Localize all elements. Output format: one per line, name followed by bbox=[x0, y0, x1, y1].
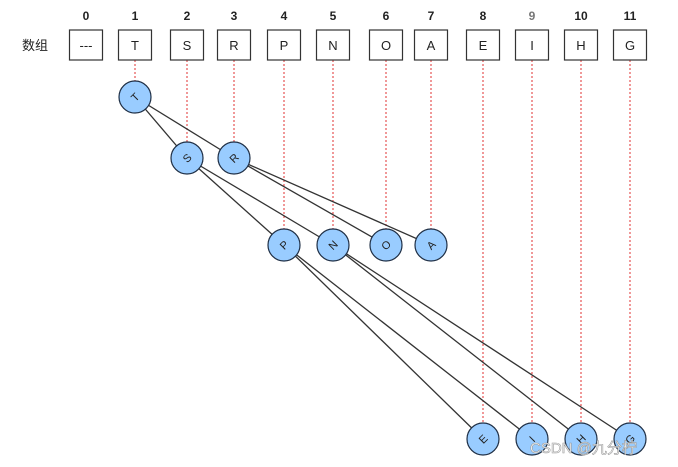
array-cell-value-10: H bbox=[576, 38, 585, 53]
edge-3-6 bbox=[233, 157, 387, 246]
array-cell-value-9: I bbox=[530, 38, 534, 53]
tree-node-8 bbox=[466, 422, 500, 456]
array-cell-value-6: O bbox=[381, 38, 391, 53]
array-index-3: 3 bbox=[231, 9, 238, 23]
tree-node-11 bbox=[613, 422, 647, 456]
tree-edges bbox=[134, 96, 631, 440]
array-cell-value-3: R bbox=[229, 38, 238, 53]
array-cell-7 bbox=[413, 29, 449, 61]
array-cell-11 bbox=[612, 29, 648, 61]
array-index-8: 8 bbox=[480, 9, 487, 23]
array-cell-6 bbox=[368, 29, 404, 61]
array-cell-5 bbox=[315, 29, 351, 61]
array-label: 数组 bbox=[22, 38, 48, 53]
array-index-7: 7 bbox=[428, 9, 435, 23]
guide-lines bbox=[134, 60, 631, 423]
array-row: 0 --- 1T 2S 3R 4P 5N 6O 7A 8E 9I 10H 11G bbox=[68, 9, 648, 61]
array-index-5: 5 bbox=[330, 9, 337, 23]
edge-3-7 bbox=[233, 157, 432, 246]
tree-node-10 bbox=[564, 422, 598, 456]
tree-node-6 bbox=[369, 228, 403, 262]
watermark-text: CSDN @九分柠 bbox=[530, 440, 637, 457]
array-cell-2 bbox=[169, 29, 205, 61]
array-cell-9 bbox=[514, 29, 550, 61]
tree-node-4 bbox=[267, 228, 301, 262]
array-index-1: 1 bbox=[132, 9, 139, 23]
edge-2-4 bbox=[186, 157, 285, 246]
array-index-4: 4 bbox=[281, 9, 288, 23]
array-cell-value-2: S bbox=[183, 38, 192, 53]
tree-node-1 bbox=[118, 80, 152, 114]
edge-4-9 bbox=[283, 244, 533, 440]
array-cell-value-0: --- bbox=[80, 38, 93, 53]
array-cell-value-11: G bbox=[625, 38, 635, 53]
edge-2-5 bbox=[186, 157, 334, 246]
array-cell-1 bbox=[117, 29, 153, 61]
array-cell-value-5: N bbox=[328, 38, 337, 53]
edge-5-11 bbox=[332, 244, 631, 440]
array-cell-value-1: T bbox=[131, 38, 139, 53]
tree-node-9 bbox=[515, 422, 549, 456]
tree-node-7 bbox=[414, 228, 448, 262]
array-index-0: 0 bbox=[83, 9, 90, 23]
array-index-6: 6 bbox=[383, 9, 390, 23]
tree-node-5 bbox=[316, 228, 350, 262]
array-cell-8 bbox=[465, 29, 501, 61]
array-cell-value-8: E bbox=[479, 38, 488, 53]
array-cell-0 bbox=[68, 29, 104, 61]
array-index-11: 11 bbox=[624, 9, 637, 23]
array-cell-3 bbox=[216, 29, 252, 61]
edge-1-3 bbox=[134, 96, 235, 159]
edge-5-10 bbox=[332, 244, 582, 440]
tree-node-3 bbox=[217, 141, 251, 175]
array-cell-value-7: A bbox=[427, 38, 436, 53]
array-cell-10 bbox=[563, 29, 599, 61]
array-cell-4 bbox=[266, 29, 302, 61]
array-cell-value-4: P bbox=[280, 38, 289, 53]
array-index-10: 10 bbox=[574, 9, 588, 23]
array-index-2: 2 bbox=[184, 9, 191, 23]
edge-4-8 bbox=[283, 244, 484, 440]
array-index-9: 9 bbox=[529, 9, 536, 23]
tree-node-label-9: I bbox=[527, 434, 538, 445]
tree-node-2 bbox=[170, 141, 204, 175]
